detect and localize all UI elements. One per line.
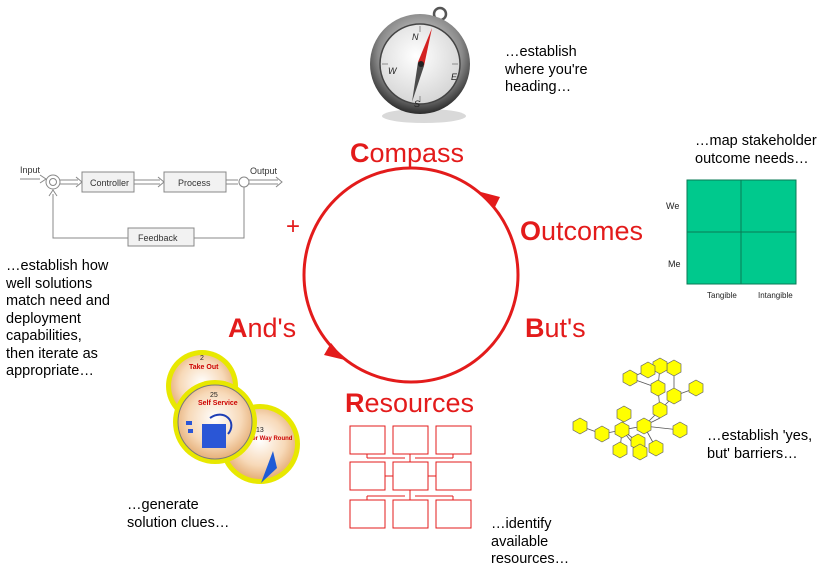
note-resources: …identify available resources… <box>491 516 570 567</box>
control-loop-diagram: Input Controller Process Output Feedback <box>20 165 283 247</box>
compass-needle-north <box>418 28 432 66</box>
stage-outcomes: Outcomes <box>520 216 643 247</box>
card-25-number: 25 <box>210 392 218 399</box>
matrix-label-tangible: Tangible <box>707 291 737 300</box>
card-2-number: 2 <box>200 355 204 362</box>
card-13-number: 13 <box>256 427 264 434</box>
stage-outcomes-initial: O <box>520 216 542 246</box>
stage-compass-initial: C <box>350 138 370 168</box>
stage-buts-initial: B <box>525 313 545 343</box>
compass-letter-e: E <box>451 72 458 82</box>
stage-ands: And's <box>228 313 296 344</box>
stage-buts: But's <box>525 313 586 344</box>
stage-buts-rest: ut's <box>544 313 586 343</box>
matrix-label-intangible: Intangible <box>758 291 793 300</box>
matrix-label-me: Me <box>668 259 681 269</box>
compass-letter-s: S <box>414 99 420 109</box>
outcome-matrix: We Me Tangible Intangible <box>666 179 797 300</box>
compass-icon: N E S W <box>370 6 470 123</box>
stage-compass: Compass <box>350 138 464 169</box>
card-2-title: Take Out <box>189 364 219 371</box>
stage-resources-initial: R <box>345 388 365 418</box>
cycle-circle <box>302 166 520 384</box>
stage-ands-rest: nd's <box>247 313 297 343</box>
stage-compass-rest: ompass <box>369 138 465 168</box>
plus-sign: + <box>286 213 301 240</box>
solution-cards: 2 Take Out 13 Other Way Round 25 Self Se… <box>166 350 300 484</box>
cycle-arrow-bottom <box>324 343 345 360</box>
stage-resources-rest: esources <box>364 388 475 418</box>
loop-label-controller: Controller <box>90 178 129 188</box>
barriers-network <box>572 357 704 461</box>
loop-label-input: Input <box>20 165 41 175</box>
loop-label-output: Output <box>250 166 278 176</box>
card-25-title: Self Service <box>198 400 238 407</box>
loop-label-process: Process <box>178 178 211 188</box>
matrix-label-we: We <box>666 201 679 211</box>
card-13-title: Other Way Round <box>242 436 293 442</box>
stage-ands-initial: A <box>228 313 248 343</box>
note-feedback: …establish how well solutions match need… <box>6 258 110 379</box>
resources-grid <box>349 425 472 529</box>
note-outcomes: …map stakeholder outcome needs… <box>695 133 817 167</box>
compass-letter-n: N <box>412 32 419 42</box>
note-compass: …establish where you're heading… <box>505 44 588 95</box>
compass-needle-south <box>412 62 424 102</box>
compass-letter-w: W <box>388 66 398 76</box>
loop-label-feedback: Feedback <box>138 233 178 243</box>
cycle-arrow-top <box>477 191 500 209</box>
note-buts: …establish 'yes, but' barriers… <box>707 428 813 462</box>
stage-resources: Resources <box>345 388 474 419</box>
note-ands: …generate solution clues… <box>127 497 230 531</box>
stage-outcomes-rest: utcomes <box>541 216 644 246</box>
